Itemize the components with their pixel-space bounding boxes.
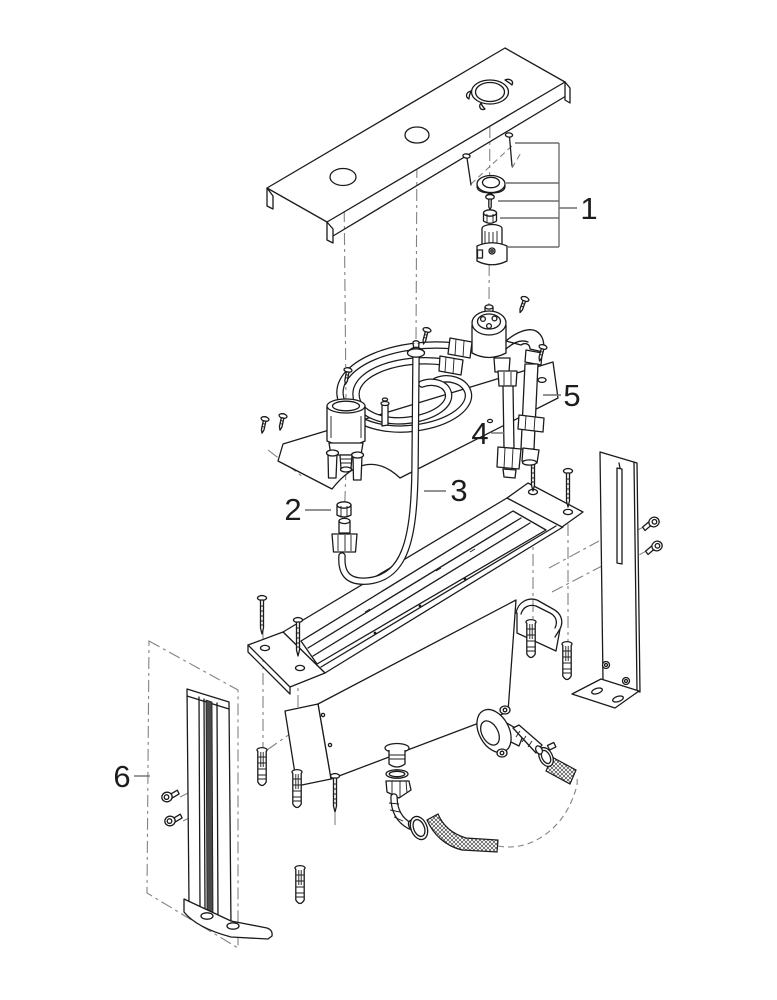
connection-pipe-part4 — [496, 370, 522, 479]
callout-labels: 1 2 3 4 5 6 — [113, 191, 597, 794]
box-left-wall — [284, 703, 332, 787]
callout-label-2: 2 — [284, 492, 301, 527]
bleed-valve — [380, 397, 390, 427]
wall-anchor — [294, 864, 306, 905]
hose-end-fitting — [331, 517, 358, 553]
callout-label-5: 5 — [563, 378, 580, 413]
braided-hose-lower — [426, 813, 499, 853]
callout-label-6: 6 — [113, 759, 130, 794]
valve-body — [438, 304, 511, 376]
cover-plate — [266, 47, 571, 244]
wood-screw — [562, 467, 574, 508]
wall-bracket-right — [571, 451, 665, 709]
box-corner-bracket — [515, 598, 563, 652]
socket-screw — [160, 789, 181, 804]
bracket-foot-right — [571, 678, 640, 709]
small-screw — [515, 294, 531, 315]
small-screw — [257, 415, 271, 435]
mounting-plate-assembly — [257, 294, 559, 585]
overflow-clamp-fitting — [476, 705, 544, 758]
callout-label-3: 3 — [450, 473, 467, 508]
box-flange-left — [247, 631, 326, 695]
plate-hole-left — [329, 167, 357, 187]
wood-screw — [256, 594, 268, 635]
looped-hoses — [336, 341, 473, 433]
socket-screw — [642, 538, 665, 556]
wall-anchor — [256, 746, 268, 787]
plate-hole-right-with-clip — [465, 78, 514, 111]
small-screw — [275, 412, 289, 432]
flexible-hose-part3 — [331, 340, 426, 585]
socket-screw — [639, 514, 662, 532]
callout-leaders — [134, 142, 577, 777]
cartridge-set-part1 — [462, 132, 514, 266]
plate-hole-middle — [404, 126, 430, 144]
installation-box — [247, 482, 584, 787]
wall-bracket-left-part6 — [160, 688, 273, 940]
adapter-nut — [482, 209, 498, 224]
callout-label-4: 4 — [471, 416, 488, 451]
inlet-hose-part5 — [505, 329, 545, 466]
clamp-ring — [409, 815, 429, 841]
bracket-foot-left — [183, 898, 273, 940]
stud-screws — [462, 132, 514, 186]
wall-anchor — [291, 768, 303, 809]
callout-bracket-1 — [498, 142, 577, 248]
nut-part2 — [336, 501, 352, 518]
spout-socket — [325, 398, 366, 481]
wall-anchor — [561, 640, 573, 681]
drain-assembly — [385, 705, 578, 853]
hose-clamp — [538, 741, 557, 768]
callout-label-1: 1 — [580, 191, 597, 226]
tiny-screw — [485, 193, 495, 211]
escutcheon-ring — [476, 174, 506, 194]
cartridge-housing — [476, 223, 508, 266]
drain-port — [384, 742, 410, 768]
box-flange-right — [506, 482, 584, 528]
wall-anchor — [525, 618, 537, 659]
socket-screw — [163, 813, 184, 828]
